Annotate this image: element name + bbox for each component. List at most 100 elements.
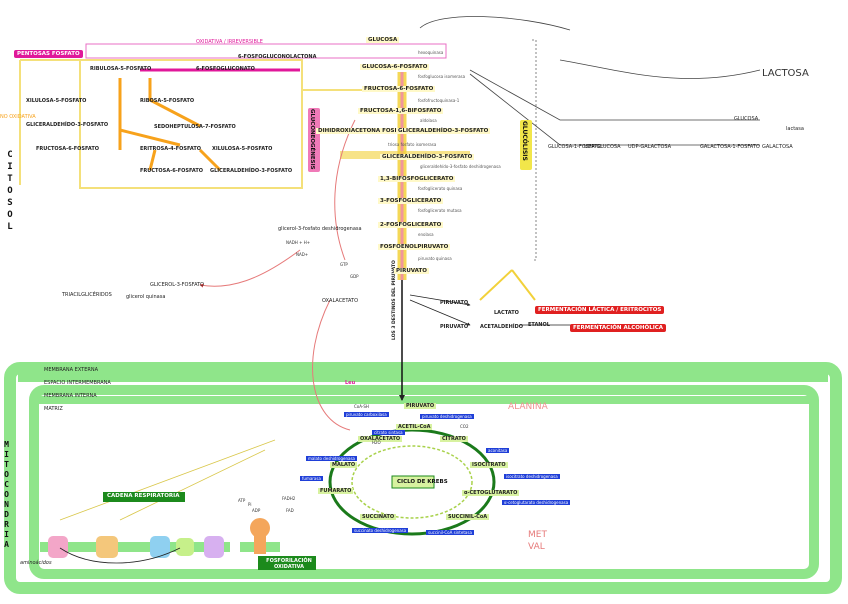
krebs-enzyme-8: fumarasa — [300, 476, 323, 481]
cofactor-10: H2O — [372, 440, 381, 445]
lactose-title: LACTOSA — [762, 68, 809, 79]
cofactor-6: ADP — [252, 508, 261, 513]
pentose-metabolite-5: RIBOSA-5-FOSFATO — [140, 98, 195, 104]
glycolysis-metabolite-7: GLICERALDEHÍDO-3-FOSFATO — [380, 154, 475, 160]
krebs-metabolite-10: OXALACETATO — [358, 436, 403, 442]
lactose-metabolite-3: GALACTOSA-1-FOSFATO — [700, 144, 760, 150]
glycolysis-metabolite-1: GLUCOSA — [366, 37, 400, 43]
krebs-enzyme-5: α-cetoglutarato deshidrogenasa — [502, 500, 571, 505]
glycolysis-metabolite-3: FRUCTOSA-6-FOSFATO — [362, 86, 436, 92]
pentose-metabolite-4: XILULOSA-5-FOSFATO — [26, 98, 87, 104]
pentose-metabolite-11: FRUCTOSA-6-FOSFATO — [140, 168, 204, 174]
glycolysis-metabolite-5: DIHIDROXIACETONA FOSFATO — [316, 128, 412, 134]
cofactor-2: NAD+ — [296, 252, 309, 257]
cofactor-1: NADH + H+ — [286, 240, 311, 245]
krebs-title: CICLO DE KREBS — [397, 479, 448, 485]
krebs-cycle-ring — [328, 428, 496, 536]
gluconeogenesis-text: GLUCONEOGÉNESIS — [309, 109, 315, 170]
cofactor-8: GDP — [350, 274, 359, 279]
lactic-fermentation-tag: FERMENTACIÓN LÁCTICA / ERITROCITOS — [535, 306, 665, 314]
gluconeogenesis-part-4: glicerol quinasa — [126, 294, 166, 300]
leu-annotation: Leu — [345, 380, 356, 386]
krebs-metabolite-7: SUCCINATO — [360, 514, 397, 520]
pentose-metabolite-8: FRUCTOSA-6-FOSFATO — [36, 146, 100, 152]
alanine-label: ALANINA — [508, 402, 548, 412]
cytosol-label: CITOSOL — [5, 150, 15, 237]
oxphos-bg — [258, 556, 316, 570]
lactose-lines — [419, 16, 761, 146]
krebs-bg — [391, 475, 435, 489]
glycolysis-metabolite-12: PIRUVATO — [394, 268, 429, 274]
krebs-enzyme-7: succinato deshidrogenasa — [352, 528, 409, 533]
krebs-enzyme-2: citrato sintasa — [372, 430, 405, 435]
glycolysis-enzyme-5: triosa fosfato isomerasa — [388, 142, 437, 147]
glycolysis-metabolite-9: 3-FOSFOGLICERATO — [378, 198, 444, 204]
glycolysis-enzyme-10: piruvato quinasa — [418, 256, 452, 261]
glycolysis-metabolite-11: FOSFOENOLPIRUVATO — [378, 244, 451, 250]
val-annotation: VAL — [528, 542, 545, 552]
alcoholic-fermentation-tag: FERMENTACIÓN ALCOHÓLICA — [570, 324, 667, 332]
fermentation-metabolite-1: PIRUVATO — [440, 300, 469, 306]
glycolysis-metabolite-8: 1,3-BIFOSFOGLICERATO — [378, 176, 456, 182]
mitochondria-membranes — [4, 362, 842, 594]
glycolysis-metabolite-4: FRUCTOSA-1,6-BIFOSFATO — [358, 108, 444, 114]
krebs-metabolite-6: SUCCINIL-CoA — [446, 514, 490, 520]
fermentation-metabolite-4: ACETALDEHÍDO — [480, 324, 524, 330]
mitochondria-text: MITOCONDRIA — [2, 440, 11, 550]
lactose-metabolite-1: GLUCOSA — [734, 116, 759, 122]
fermentation-metabolite-2: LACTATO — [494, 310, 519, 316]
respiratory-chain-title: CADENA RESPIRATORIA — [107, 493, 180, 499]
krebs-enzyme-6: succinil-CoA sintetasa — [426, 530, 474, 535]
pentose-metabolite-2: 6-FOSFOGLUCONATO — [196, 66, 255, 72]
internal-membrane-label: MEMBRANA INTERNA — [44, 393, 97, 399]
lactose-metabolite-6: GLUCOSA-1-FOSFATO — [548, 144, 602, 150]
glycolysis-enzyme-1: hexoquinasa — [418, 50, 444, 55]
krebs-enzyme-10: piruvato carboxilasa — [344, 412, 389, 417]
pentose-metabolite-10: XILULOSA-5-FOSFATO — [212, 146, 273, 152]
mitochondria-label: MITOCONDRIA — [1, 440, 11, 553]
pentose-pathway-title: PENTOSAS FOSFATO — [14, 50, 83, 58]
glycolysis-enzyme-2: fosfoglucosa isomerasa — [418, 74, 466, 79]
gluconeogenesis-part-3: TRIACILGLICÉRIDOS — [62, 292, 112, 298]
krebs-enzyme-4: isocitrato deshidrogenasa — [504, 474, 560, 479]
cofactor-12: CoA-SH — [354, 404, 369, 409]
met-annotation: MET — [528, 530, 547, 540]
glycolysis-enzyme-9: enolasa — [418, 232, 434, 237]
pentose-arrows — [118, 68, 300, 172]
glycolysis-title: GLUCÓLISIS — [520, 120, 532, 170]
cofactor-9: CO2 — [460, 424, 469, 429]
krebs-metabolite-4: ISOCITRATO — [470, 462, 508, 468]
gluconeogenesis-part-5: glicerol-3-fosfato deshidrogenasa — [278, 226, 362, 232]
glycolysis-enzyme-8: fosfoglicerato mutasa — [418, 208, 462, 213]
oxidative-label: OXIDATIVA / IRREVERSIBLE — [196, 39, 263, 45]
cofactor-11: Pi — [248, 502, 252, 507]
krebs-enzyme-9: malato deshidrogenasa — [306, 456, 357, 461]
glycolysis-enzyme-4: aldolasa — [420, 118, 437, 123]
glycolysis-metabolite-10: 2-FOSFOGLICERATO — [378, 222, 444, 228]
glycolysis-enzyme-3: fosfofructoquinasa-1 — [418, 98, 460, 103]
krebs-enzyme-1: piruvato deshidrogenasa — [420, 414, 474, 419]
cytosol-text: CITOSOL — [5, 150, 15, 234]
fermentation-metabolite-3: PIRUVATO — [440, 324, 469, 330]
glycolysis-enzyme-7: fosfoglicerato quinasa — [418, 186, 463, 191]
pentose-metabolite-12: GLICERALDEHÍDO-3-FOSFATO — [210, 168, 293, 174]
gluconeogenesis-lines — [199, 119, 356, 431]
gluconeogenesis-part-1: OXALACETATO — [322, 298, 359, 304]
matrix-label: MATRIZ — [44, 406, 63, 412]
intermembrane-label: ESPACIO INTERMEMBRANA — [44, 380, 111, 386]
external-membrane-label: MEMBRANA EXTERNA — [44, 367, 99, 373]
pentose-metabolite-6: GLICERALDEHÍDO-3-FOSFATO — [26, 122, 109, 128]
fermentation-metabolite-5: ETANOL — [528, 322, 550, 328]
lactose-metabolite-4: UDP-GALACTOSA — [628, 144, 672, 150]
oxphos-title: FOSFORILACIÓN OXIDATIVA — [266, 558, 312, 570]
krebs-enzyme-3: aconitasa — [486, 448, 510, 453]
lactose-metabolite-5: UDP-GLUCOSA — [584, 144, 621, 150]
resp-chain-bg — [103, 492, 185, 502]
glycolysis-metabolite-2: GLUCOSA-6-FOSFATO — [360, 64, 430, 70]
krebs-metabolite-5: α-CETOGLUTARATO — [462, 490, 520, 496]
glycolysis-text: GLUCÓLISIS — [521, 121, 528, 161]
glycolysis-metabolite-6: GLICERALDEHÍDO-3-FOSFATO — [396, 128, 491, 134]
glycolysis-enzyme-6: gliceraldehído-3-fosfato deshidrogenasa — [420, 164, 501, 169]
lactose-metabolite-2: GALACTOSA — [762, 144, 793, 150]
